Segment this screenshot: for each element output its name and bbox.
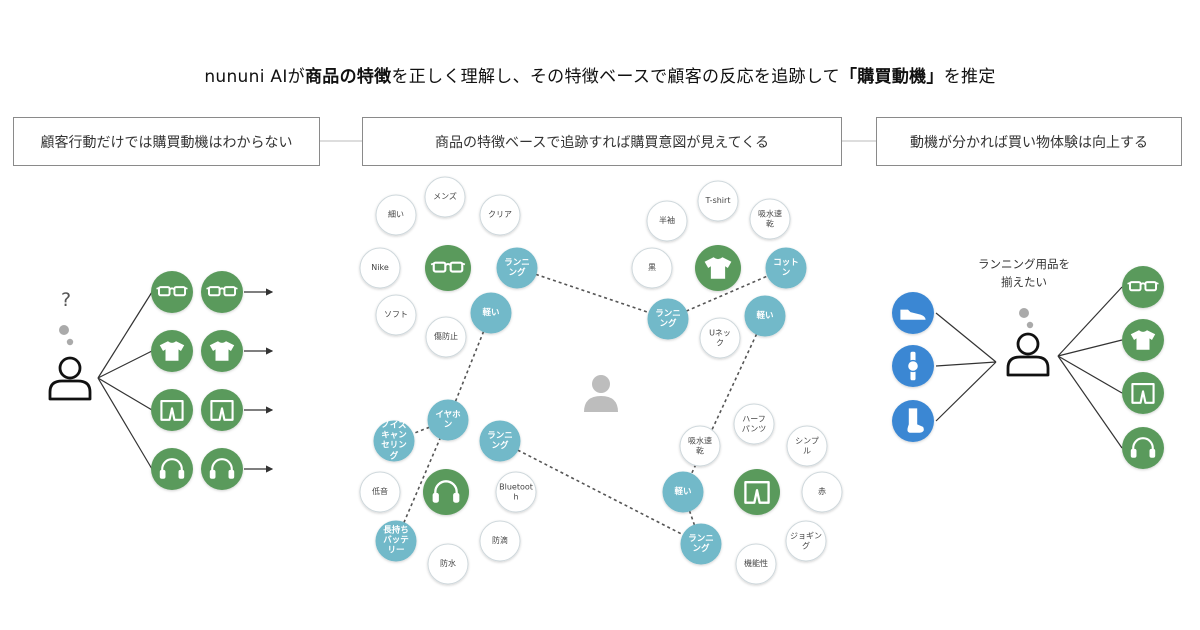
customer-branch-line <box>97 291 153 379</box>
feature-node <box>375 194 417 236</box>
feature-node-highlight <box>470 292 512 334</box>
recommended-product-circle <box>1122 427 1164 469</box>
feature-link-line <box>535 273 650 314</box>
feature-node-highlight <box>427 399 469 441</box>
feature-node <box>801 471 843 513</box>
feature-link-line <box>688 510 696 526</box>
feature-node <box>646 200 688 242</box>
feature-node <box>495 471 537 513</box>
thought-dots-right <box>1019 308 1034 329</box>
feature-node <box>679 425 721 467</box>
recommendation-line <box>1057 339 1123 357</box>
feature-node <box>749 198 791 240</box>
recommendation-line <box>1057 355 1123 394</box>
recommended-product-circle <box>1122 266 1164 308</box>
intent-input-line <box>935 361 997 422</box>
feature-link-line <box>454 331 485 402</box>
feature-node <box>427 543 469 585</box>
feature-node <box>697 180 739 222</box>
intent-input-line <box>935 361 997 367</box>
title-segment: を正しく理解し、その特徴ベースで顧客の反応を追跡して <box>391 67 840 87</box>
feature-node-highlight <box>680 523 722 565</box>
feature-link-line <box>686 275 768 312</box>
header-left-text: 顧客行動だけでは購買動機はわからない <box>40 134 293 151</box>
thought-dots <box>59 325 74 346</box>
header-right-text: 動機が分かれば買い物体験は向上する <box>910 134 1148 151</box>
feature-node-highlight <box>479 420 521 462</box>
recommendation-line <box>1057 355 1123 449</box>
running-gear-circle <box>892 400 934 442</box>
recommended-product-circle <box>1122 319 1164 361</box>
purchase-circle-first <box>151 448 193 490</box>
customer-silhouette-icon <box>584 375 618 412</box>
feature-node <box>631 247 673 289</box>
customer-branch-line <box>97 350 153 379</box>
feature-node <box>785 520 827 562</box>
running-gear-circle <box>892 345 934 387</box>
feature-node <box>359 247 401 289</box>
product-circle-tshirt <box>695 245 741 291</box>
feature-node-highlight <box>647 298 689 340</box>
recommended-product-circle <box>1122 372 1164 414</box>
header-left-box: 顧客行動だけでは購買動機はわからない <box>13 117 320 166</box>
running-gear-circle <box>892 292 934 334</box>
title-segment: を推定 <box>943 67 996 87</box>
confused-customer-icon <box>48 356 92 401</box>
motivated-customer-icon <box>1006 332 1050 377</box>
feature-node <box>699 317 741 359</box>
purchase-circle-second <box>201 271 243 313</box>
feature-node <box>735 543 777 585</box>
feature-node <box>733 403 775 445</box>
feature-node-highlight <box>765 247 807 289</box>
feature-node-highlight <box>662 471 704 513</box>
title-segment: 商品の特徴 <box>304 67 392 87</box>
recommendation-line <box>1057 286 1123 357</box>
title-segment: nununi AIが <box>204 67 305 87</box>
title-segment: 「購買動機」 <box>839 67 944 87</box>
header-center-text: 商品の特徴ベースで追跡すれば購買意図が見えてくる <box>435 134 769 151</box>
feature-node <box>359 471 401 513</box>
feature-node <box>479 194 521 236</box>
intent-input-line <box>935 312 997 363</box>
purchase-circle-second <box>201 448 243 490</box>
feature-node <box>375 294 417 336</box>
purchase-circle-second <box>201 330 243 372</box>
shopper-intent-label: ランニング用品を 揃えたい <box>978 257 1070 289</box>
customer-branch-line <box>97 377 153 470</box>
feature-node-highlight <box>373 420 415 462</box>
purchase-circle-first <box>151 330 193 372</box>
product-circle-glasses <box>425 245 471 291</box>
feature-link-line <box>517 449 684 536</box>
feature-node-highlight <box>375 520 417 562</box>
product-circle-shorts <box>734 469 780 515</box>
purchase-circle-first <box>151 271 193 313</box>
feature-node <box>479 520 521 562</box>
product-circle-headphones <box>423 469 469 515</box>
header-center-box: 商品の特徴ベースで追跡すれば購買意図が見えてくる <box>362 117 842 166</box>
customer-branch-line <box>97 377 153 411</box>
page-title: nununi AIが商品の特徴を正しく理解し、その特徴ベースで顧客の反応を追跡し… <box>0 62 1200 87</box>
feature-node <box>786 425 828 467</box>
purchase-circle-second <box>201 389 243 431</box>
question-mark: ? <box>60 289 72 311</box>
header-right-box: 動機が分かれば買い物体験は向上する <box>876 117 1182 166</box>
feature-node <box>424 176 466 218</box>
feature-node-highlight <box>744 295 786 337</box>
feature-link-line <box>412 426 430 435</box>
feature-node <box>425 316 467 358</box>
purchase-circle-first <box>151 389 193 431</box>
feature-node-highlight <box>496 247 538 289</box>
